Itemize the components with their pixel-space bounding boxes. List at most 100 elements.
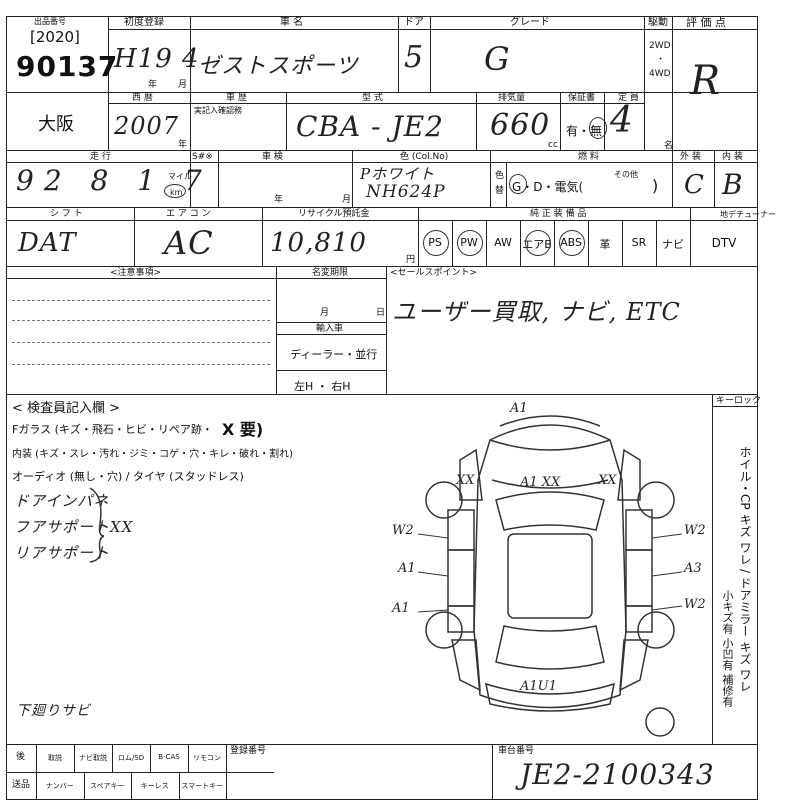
equipment-item: ナビ	[662, 238, 684, 251]
name-change-day: 日	[376, 308, 386, 318]
inspector-bottom-line	[6, 744, 758, 745]
fuel-label: 燃 料	[578, 152, 599, 162]
ac-label: エ ア コ ン	[166, 209, 211, 219]
fuel-other: その他	[614, 170, 638, 179]
capacity-unit: 名	[664, 141, 674, 151]
footer-item-cell	[150, 744, 189, 772]
interior-value: B	[722, 168, 744, 201]
row3-div1	[190, 150, 191, 207]
western-year-value: 2007	[114, 112, 180, 140]
capacity-label: 定 員	[618, 93, 639, 103]
inspection-month-unit: 月	[342, 195, 352, 205]
rating-label: 評 価 点	[686, 16, 726, 29]
row1-div1	[108, 16, 109, 150]
color-label: 色 (Col.No)	[400, 152, 449, 162]
capacity-value: 4	[610, 100, 634, 141]
interior-label: 内 装	[722, 152, 743, 162]
row3-div2	[218, 150, 219, 207]
drive-opt-dot: ・	[656, 55, 666, 65]
color-value: Pホワイト	[360, 165, 436, 183]
footer-item: B-CAS	[158, 753, 180, 761]
name-change-line	[276, 278, 386, 279]
warranty-label: 保証書	[568, 93, 596, 103]
mark-left-rear-door: A1	[397, 561, 416, 576]
import-line-top	[276, 322, 386, 323]
model-type-value: CBA - JE2	[296, 110, 444, 143]
sales-point-label: <セールスポイント>	[390, 268, 478, 278]
side-note: ホイル・CP キズ ワレ / ドアミラー キズ ワレ	[738, 446, 752, 693]
row3-label-line	[6, 162, 758, 163]
mark-left-rear: A1	[391, 601, 410, 616]
notes-bottom-line	[6, 394, 758, 395]
row4-bottom-line	[6, 266, 758, 267]
row2-bottom-line	[6, 150, 758, 151]
hw-brace-mark: XX	[110, 518, 134, 536]
yen-unit: 円	[406, 255, 416, 265]
mile-unit: マイル	[168, 172, 192, 181]
footer-item: スマートキー	[181, 782, 224, 790]
keylock-line	[712, 406, 758, 407]
mark-rear-bumper: A1U1	[519, 679, 557, 694]
footer-item-cell	[178, 772, 228, 800]
row3-bottom-line	[6, 207, 758, 208]
footer-mid-line	[6, 772, 274, 773]
s-mark: S#※	[192, 152, 213, 162]
western-year-unit: 年	[178, 140, 188, 150]
notes-div2	[386, 266, 387, 394]
row2-div3	[476, 92, 477, 150]
key-lock-label: キーロック	[716, 396, 762, 406]
caution-label-line	[6, 278, 276, 279]
mark-right-front-door: W2	[684, 523, 706, 538]
glass-mark: X 要)	[222, 420, 264, 439]
year-bracket: [2020]	[30, 28, 80, 46]
hw-line-2: フアサポート	[14, 518, 111, 536]
equipment-cell	[554, 220, 589, 266]
mark-fender-left: XX	[455, 473, 475, 488]
rating-value: R	[690, 58, 722, 104]
shift-value: DAT	[18, 228, 77, 258]
model-type-label: 型 式	[362, 93, 383, 103]
inspection-label: 車 検	[262, 152, 283, 162]
footer-item-cell	[131, 772, 180, 800]
reg-number-label: 登録番号	[230, 746, 267, 756]
equipment-cell	[622, 220, 657, 266]
history-note: 実記入確認務	[194, 106, 242, 115]
caution-dash-4	[12, 364, 270, 365]
row1-div6	[672, 16, 673, 150]
displacement-value: 660	[490, 108, 551, 143]
hw-line-1: ドアインパネ	[14, 492, 110, 510]
bottom-note: 下廻りサビ	[16, 703, 91, 719]
footer-div-items	[226, 744, 227, 800]
equipment-circle-mark	[525, 230, 551, 256]
model-name-value: ゼストスポーツ	[198, 54, 359, 79]
chassis-value: JE2-2100343	[520, 758, 715, 791]
footer-item-cell	[83, 772, 133, 800]
drive-label: 駆動	[648, 17, 668, 28]
caution-dash-3	[12, 342, 270, 343]
first-reg-label: 初度登録	[124, 17, 164, 28]
row2-label-line	[108, 103, 644, 104]
exterior-label: 外 装	[680, 152, 701, 162]
footer-div-reg	[492, 744, 493, 800]
row1-div3	[398, 16, 399, 92]
mileage-label: 走 行	[90, 152, 111, 162]
sales-point-value: ユーザー買取, ナビ, ETC	[392, 298, 681, 326]
cc-unit: cc	[548, 140, 558, 150]
row3-div5	[506, 162, 507, 207]
lot-number: 90137	[16, 50, 119, 83]
row4-label-line	[6, 220, 758, 221]
row2-div1	[190, 92, 191, 150]
side-note-left: 小キズ有 小凹有 補修有	[721, 590, 734, 707]
row3-div3	[352, 150, 353, 207]
mark-right-rear: W2	[684, 597, 706, 612]
row2-div2	[286, 92, 287, 150]
footer-item-cell	[112, 744, 151, 772]
footer-label-top: 後	[16, 752, 26, 762]
row3-div7	[714, 150, 715, 207]
footer-item-cell	[188, 744, 227, 772]
row3-div4	[490, 150, 491, 207]
mark-hood: A1 XX	[519, 475, 561, 490]
footer-item: スペアキー	[89, 782, 125, 790]
fuel-circle-mark	[509, 174, 527, 194]
warranty-circle-mark	[589, 117, 607, 139]
